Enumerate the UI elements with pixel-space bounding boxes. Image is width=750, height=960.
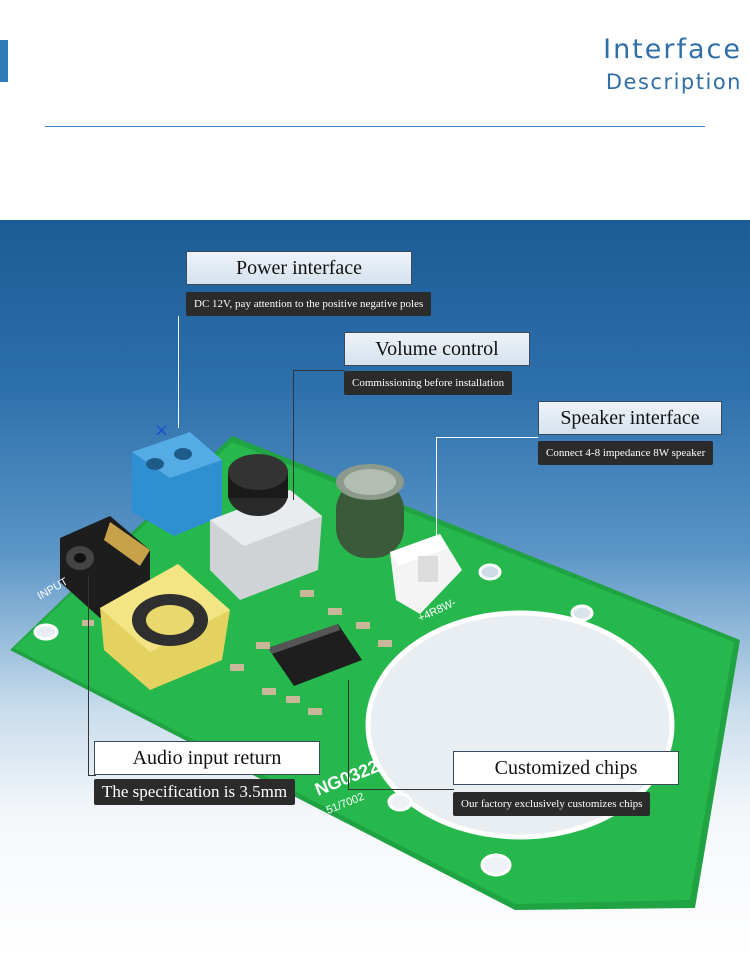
mount-hole bbox=[478, 563, 502, 581]
callout-audio-title: Audio input return bbox=[94, 741, 320, 775]
callout-chips-desc: Our factory exclusively customizes chips bbox=[453, 792, 651, 816]
transformer bbox=[100, 564, 230, 690]
callout-chips-title: Customized chips bbox=[453, 751, 679, 785]
volume-leader-line bbox=[293, 370, 294, 500]
amplifier-chip bbox=[268, 624, 362, 686]
mount-hole bbox=[570, 604, 594, 622]
callout-power-desc: DC 12V, pay attention to the positive ne… bbox=[186, 292, 432, 316]
speaker-connector bbox=[390, 534, 462, 614]
product-photo: INPUT +4R8W- NG0322 51/7002 × bbox=[0, 220, 750, 960]
power-terminal bbox=[132, 432, 222, 536]
page-subtitle: Description bbox=[605, 70, 742, 94]
chips-leader-line bbox=[348, 680, 349, 790]
audio-leader-line bbox=[88, 575, 89, 775]
capacitor bbox=[336, 464, 404, 558]
pcb-board-illustration: INPUT +4R8W- NG0322 51/7002 × bbox=[10, 420, 740, 910]
mount-hole bbox=[387, 792, 413, 812]
power-leader-line bbox=[178, 316, 179, 428]
volume-knob bbox=[210, 454, 322, 600]
audio-leader-line-h bbox=[88, 775, 96, 776]
callout-power-title: Power interface bbox=[186, 251, 412, 285]
callout-volume-title: Volume control bbox=[344, 332, 530, 366]
polarity-mark-icon: × bbox=[154, 420, 169, 441]
speaker-leader-line-h bbox=[436, 437, 538, 438]
mount-hole bbox=[33, 623, 59, 641]
chips-leader-line-h bbox=[348, 789, 454, 790]
page-title: Interface bbox=[603, 34, 742, 65]
callout-speaker-desc: Connect 4-8 impedance 8W speaker bbox=[538, 441, 714, 465]
callout-speaker-title: Speaker interface bbox=[538, 401, 722, 435]
callout-audio-desc: The specification is 3.5mm bbox=[94, 779, 296, 805]
volume-leader-line-h bbox=[293, 370, 345, 371]
mount-hole bbox=[480, 853, 512, 877]
speaker-leader-line bbox=[436, 437, 437, 547]
callout-volume-desc: Commissioning before installation bbox=[344, 371, 513, 395]
accent-bar bbox=[0, 40, 8, 82]
header-divider bbox=[45, 126, 705, 127]
